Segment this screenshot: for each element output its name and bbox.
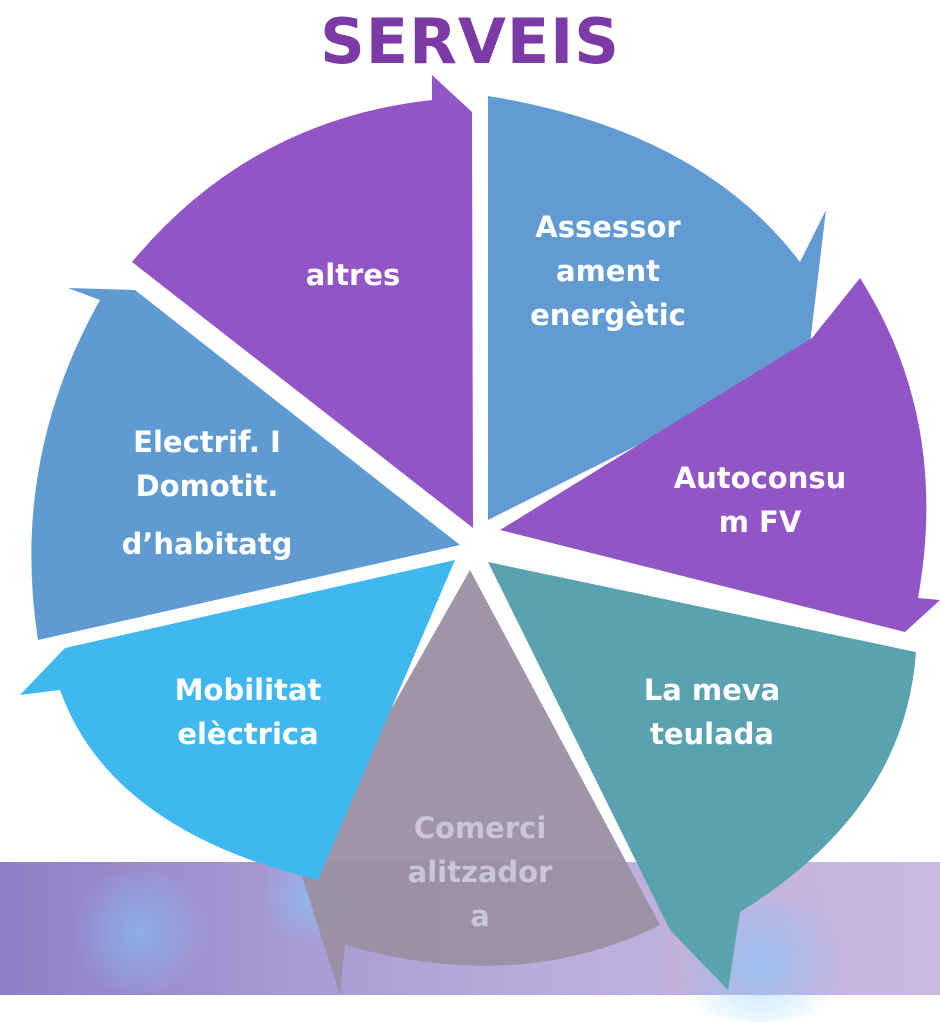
label-autoconsum: Autoconsu m FV: [674, 461, 847, 539]
label-line: alitzador: [408, 855, 553, 889]
label-comercialitzadora: Comerci alitzador a: [408, 811, 553, 933]
label-line: Domotit.: [136, 469, 279, 503]
segment-altres[interactable]: [132, 75, 473, 528]
segment-comercialitzadora[interactable]: [300, 570, 660, 995]
label-line: Autoconsu: [674, 461, 847, 495]
label-teulada: La meva teulada: [644, 673, 781, 751]
segment-teulada[interactable]: [488, 562, 916, 990]
segment-autoconsum[interactable]: [500, 278, 940, 632]
label-line: Electrif. I: [133, 425, 281, 459]
label-line: La meva: [644, 673, 781, 707]
label-line: elèctrica: [177, 717, 318, 751]
label-line: ament: [556, 254, 660, 288]
label-line: energètic: [530, 298, 686, 332]
page-title: SERVEIS: [320, 5, 620, 78]
label-line: a: [470, 899, 490, 933]
label-altres: altres: [306, 258, 401, 292]
segment-mobilitat[interactable]: [20, 560, 455, 880]
label-line: altres: [306, 258, 401, 292]
label-line: teulada: [650, 717, 774, 751]
label-line: m FV: [719, 505, 802, 539]
label-line: Assessor: [535, 210, 681, 244]
label-line: Comerci: [414, 811, 547, 845]
services-cycle-diagram: Assessor ament energètic Autoconsu m FV La …: [20, 75, 940, 995]
segment-electrificacio[interactable]: [31, 288, 461, 640]
label-mobilitat: Mobilitat elèctrica: [175, 673, 322, 751]
label-line: Mobilitat: [175, 673, 322, 707]
label-assessorament: Assessor ament energètic: [530, 210, 686, 332]
label-line: d’habitatg: [122, 527, 293, 561]
segment-assessorament[interactable]: [488, 96, 826, 520]
label-electrificacio: Electrif. I Domotit. d’habitatg: [122, 425, 293, 561]
